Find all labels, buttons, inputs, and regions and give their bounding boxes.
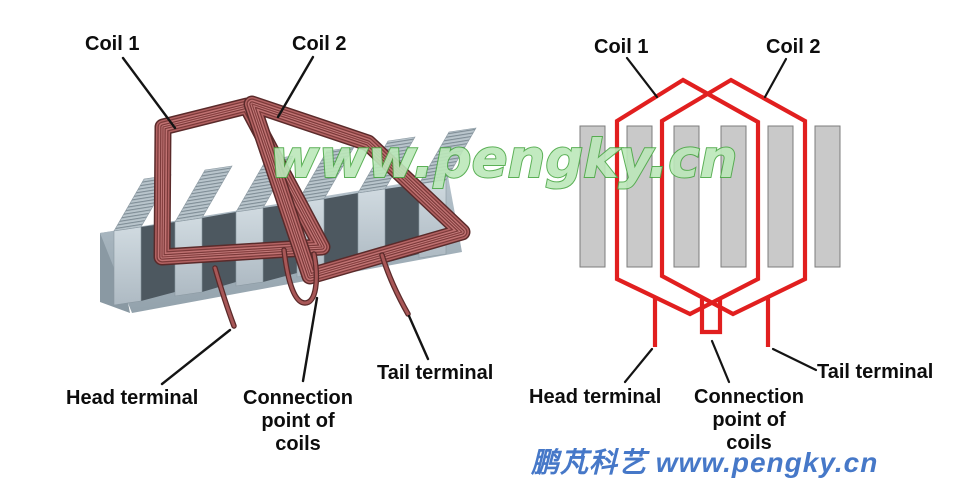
right-connection-line2: point of coils xyxy=(712,409,786,454)
coil1-3d xyxy=(153,97,331,266)
head-terminal-wire xyxy=(212,265,237,329)
left-connection-label: Connection point of coils xyxy=(236,387,360,456)
right-tail-terminal-label: Tail terminal xyxy=(817,361,934,383)
right-coil2-label: Coil 2 xyxy=(766,36,821,58)
connection-loop xyxy=(699,299,723,335)
left-coil2-label: Coil 2 xyxy=(292,33,347,55)
coil2-3d xyxy=(243,95,471,285)
coil1-schematic xyxy=(614,77,761,317)
right-coil1-label: Coil 1 xyxy=(594,36,649,58)
left-3d-illustration xyxy=(100,55,477,386)
right-schematic xyxy=(579,56,841,384)
left-pointer-lines xyxy=(121,55,430,386)
left-connection-line2: point of coils xyxy=(261,410,335,455)
tail-terminal-wire xyxy=(379,252,411,317)
site-signature: 鹏芃科艺 www.pengky.cn xyxy=(531,447,879,478)
right-connection-line1: Connection xyxy=(694,386,804,408)
stator-teeth-bars xyxy=(579,125,841,268)
coil-connection-wire xyxy=(281,247,319,306)
left-coil1-label: Coil 1 xyxy=(85,33,140,55)
left-tail-terminal-label: Tail terminal xyxy=(377,362,494,384)
coil2-schematic xyxy=(659,77,808,317)
right-connection-label: Connection point of coils xyxy=(687,386,811,455)
left-head-terminal-label: Head terminal xyxy=(66,387,199,409)
right-head-terminal-label: Head terminal xyxy=(529,386,662,408)
watermark-text: www.pengky.cn xyxy=(270,129,737,190)
right-pointer-lines xyxy=(623,56,818,384)
left-connection-line1: Connection xyxy=(243,387,353,409)
